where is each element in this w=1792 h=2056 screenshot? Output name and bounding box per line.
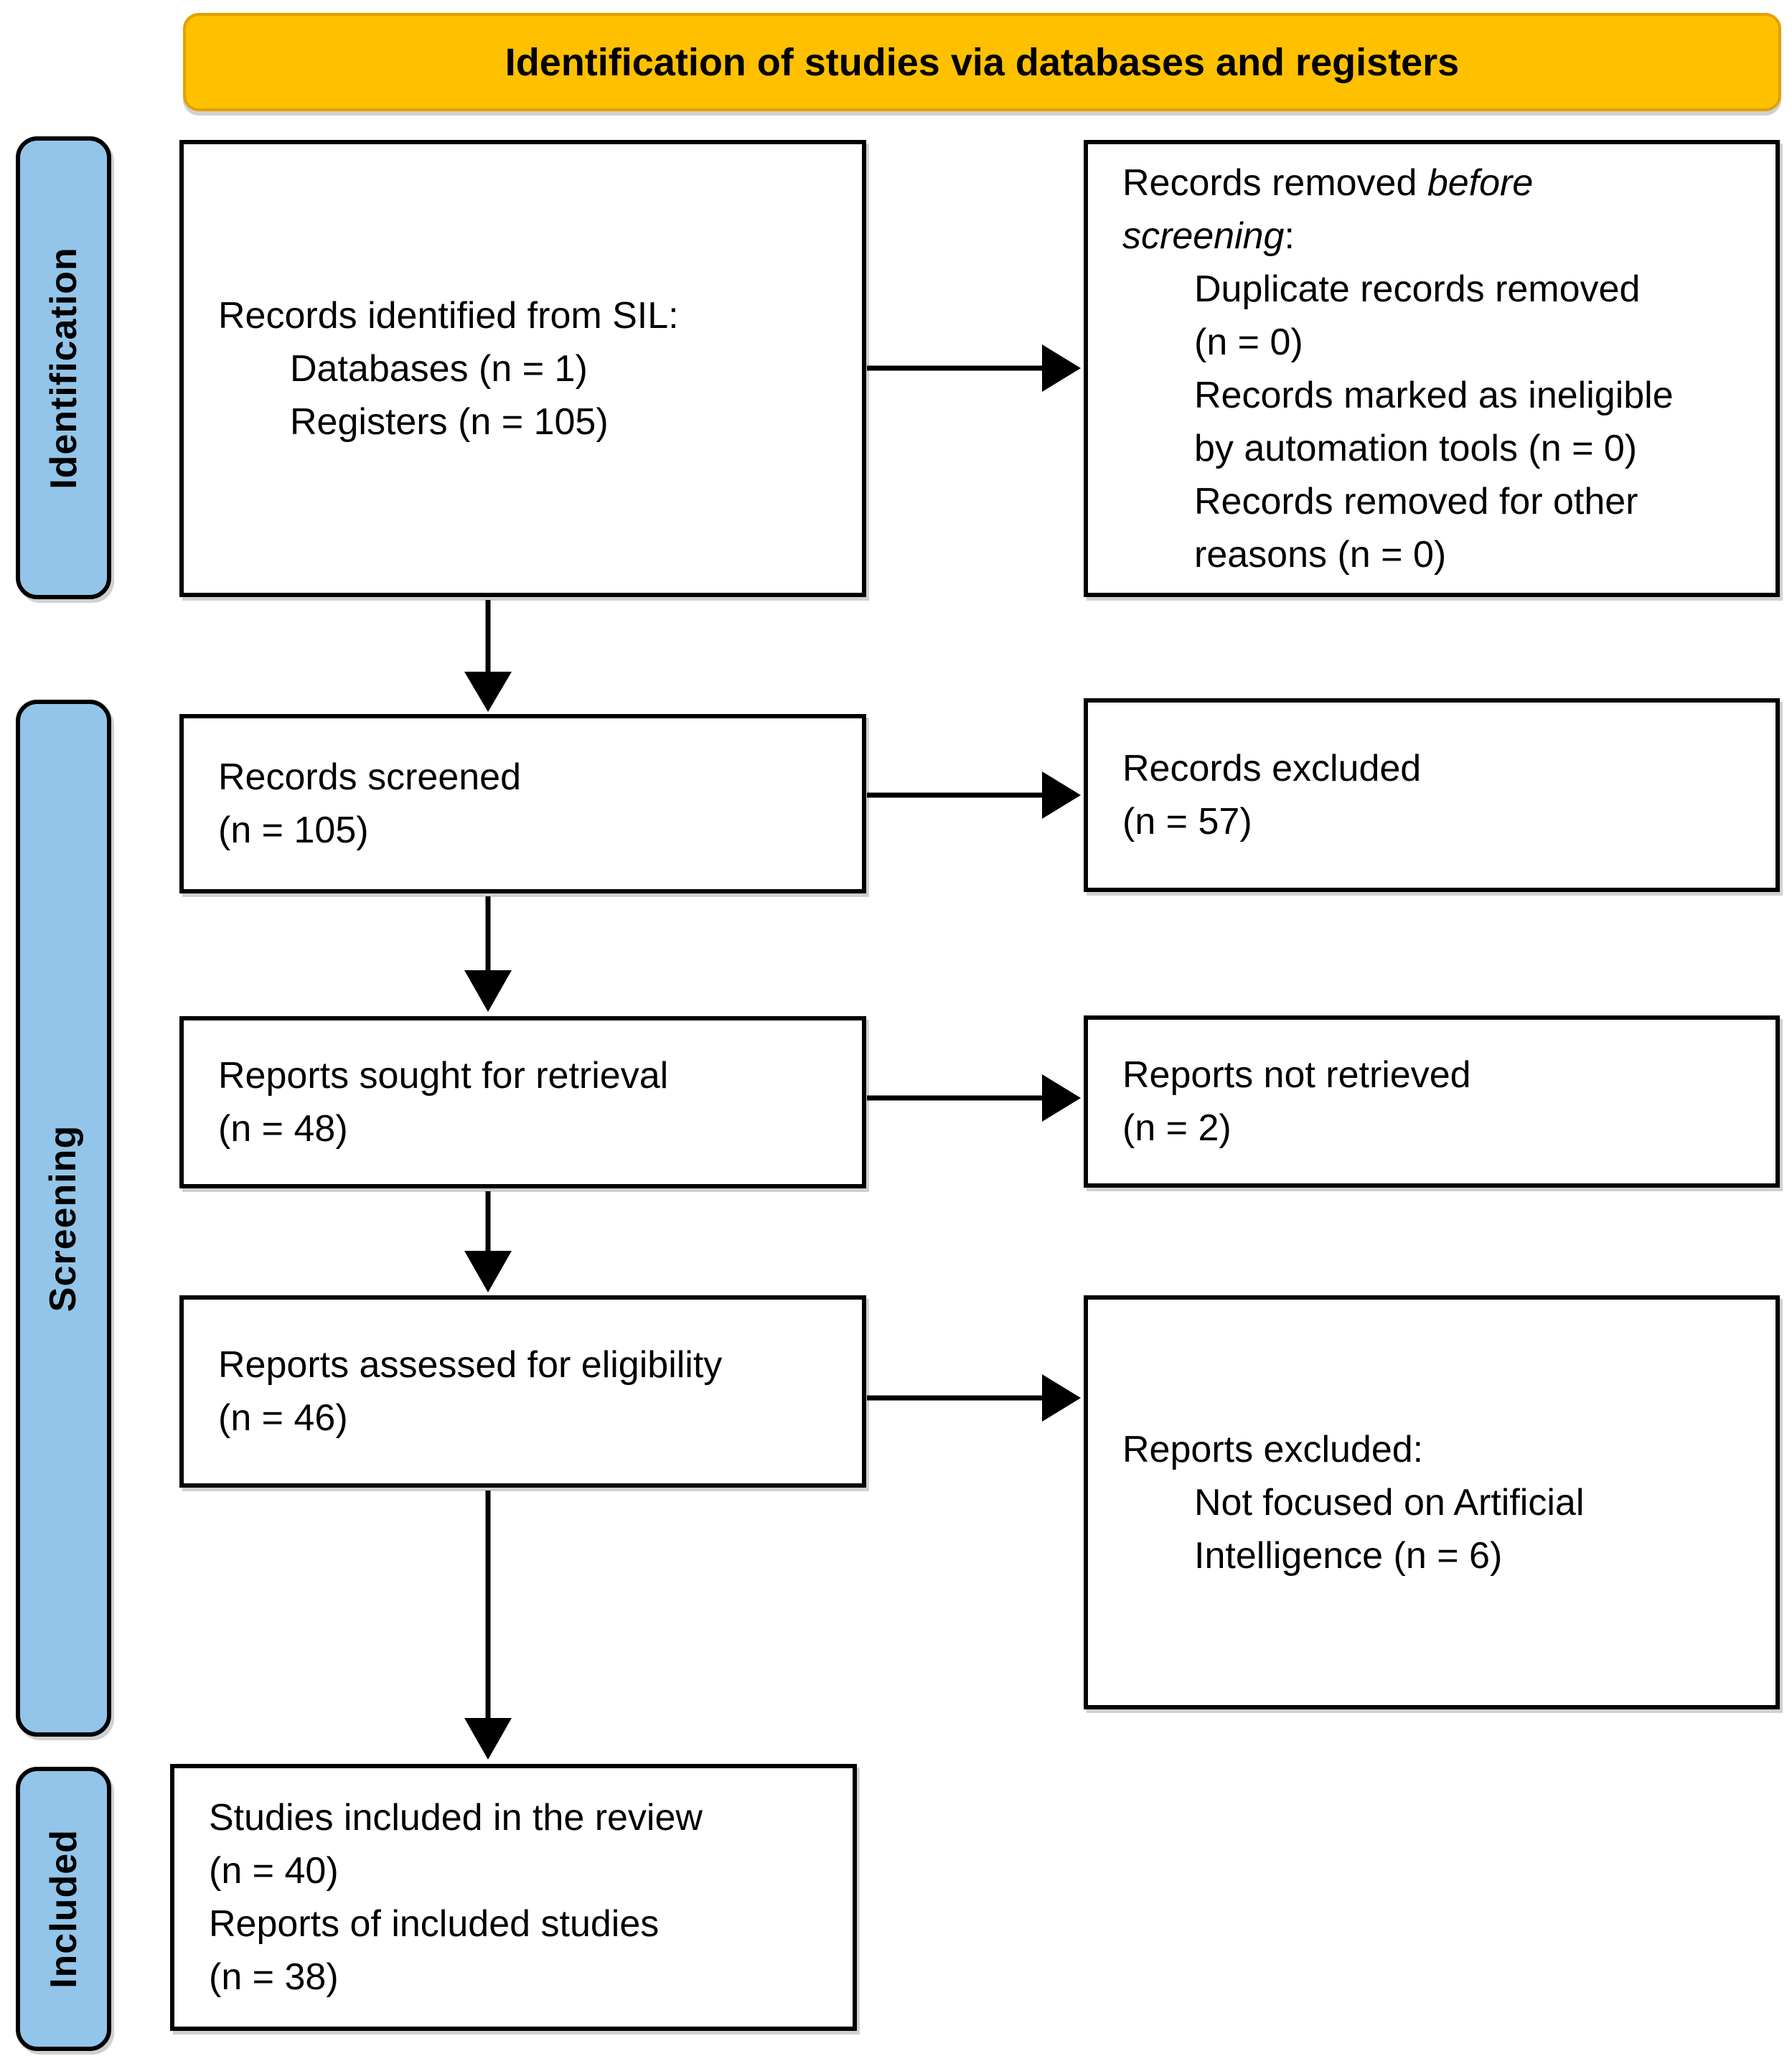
arrow-identified-to-removed: [867, 344, 1081, 392]
box-text-line: Records marked as ineligible: [1194, 374, 1674, 416]
box-text-line: reasons (n = 0): [1194, 533, 1447, 576]
box-reports-not-retrieved: Reports not retrieved (n = 2): [1084, 1015, 1780, 1188]
box-text-line: Duplicate records removed: [1194, 268, 1641, 310]
box-reports-excluded: Reports excluded: Not focused on Artifici…: [1084, 1295, 1780, 1709]
box-text-line: Records removed before: [1122, 161, 1534, 204]
box-text-line: by automation tools (n = 0): [1194, 427, 1638, 469]
title-banner: Identification of studies via databases …: [183, 13, 1781, 111]
arrow-sought-to-not-retrieved: [867, 1074, 1081, 1122]
box-reports-sought-for-retrieval: Reports sought for retrieval (n = 48): [179, 1016, 866, 1188]
box-text-line: Reports of included studies: [209, 1903, 660, 1945]
box-text-line: Records excluded: [1122, 748, 1422, 789]
box-text-line: (n = 0): [1194, 321, 1303, 363]
box-text-line: Studies included in the review: [209, 1797, 703, 1839]
arrow-assessed-to-included: [464, 1491, 512, 1760]
box-text-line: Records removed for other: [1194, 480, 1638, 522]
box-records-removed-before-screening: Records removed before screening: Duplicat…: [1084, 140, 1780, 597]
sidebar-phase-screening: Screening: [16, 700, 111, 1737]
arrow-screened-to-sought: [464, 896, 512, 1012]
box-text-line: (n = 46): [218, 1397, 348, 1439]
title-banner-label: Identification of studies via databases …: [505, 40, 1460, 84]
box-text-line: (n = 2): [1122, 1107, 1232, 1149]
box-text-line: Records identified from SIL:: [218, 294, 679, 337]
sidebar-phase-included-label: Included: [42, 1829, 85, 1989]
sidebar-phase-identification: Identification: [16, 136, 111, 599]
sidebar-phase-included: Included: [16, 1767, 111, 2051]
arrow-identified-to-screened: [464, 600, 512, 712]
box-text-line: Databases (n = 1): [290, 347, 588, 390]
box-text-line: (n = 105): [218, 809, 369, 851]
box-studies-included: Studies included in the review (n = 40) Re…: [170, 1764, 857, 2031]
box-text-line: (n = 40): [209, 1850, 339, 1892]
box-reports-assessed-for-eligibility: Reports assessed for eligibility (n = 46): [179, 1295, 866, 1488]
box-text-line: Not focused on Artificial: [1194, 1481, 1585, 1524]
box-records-excluded: Records excluded (n = 57): [1084, 698, 1780, 892]
box-text-line: Reports not retrieved: [1122, 1054, 1471, 1096]
arrow-assessed-to-reports-excluded: [867, 1374, 1081, 1422]
box-text-line: Intelligence (n = 6): [1194, 1534, 1503, 1577]
box-text-line: Registers (n = 105): [290, 400, 609, 443]
sidebar-phase-screening-label: Screening: [42, 1125, 85, 1312]
box-text-line: Reports excluded:: [1122, 1428, 1424, 1470]
box-text-line: Records screened: [218, 756, 521, 798]
arrow-sought-to-assessed: [464, 1191, 512, 1292]
box-text-line: screening:: [1122, 215, 1295, 257]
box-text-line: (n = 57): [1122, 801, 1252, 842]
box-text-line: (n = 38): [209, 1956, 339, 1998]
box-records-identified: Records identified from SIL: Databases (n…: [179, 140, 866, 597]
box-text-line: (n = 48): [218, 1108, 348, 1150]
arrow-screened-to-excluded: [867, 771, 1081, 819]
box-text-line: Reports sought for retrieval: [218, 1055, 669, 1097]
sidebar-phase-identification-label: Identification: [42, 246, 85, 489]
box-text-line: Reports assessed for eligibility: [218, 1344, 723, 1386]
box-records-screened: Records screened (n = 105): [179, 714, 866, 893]
